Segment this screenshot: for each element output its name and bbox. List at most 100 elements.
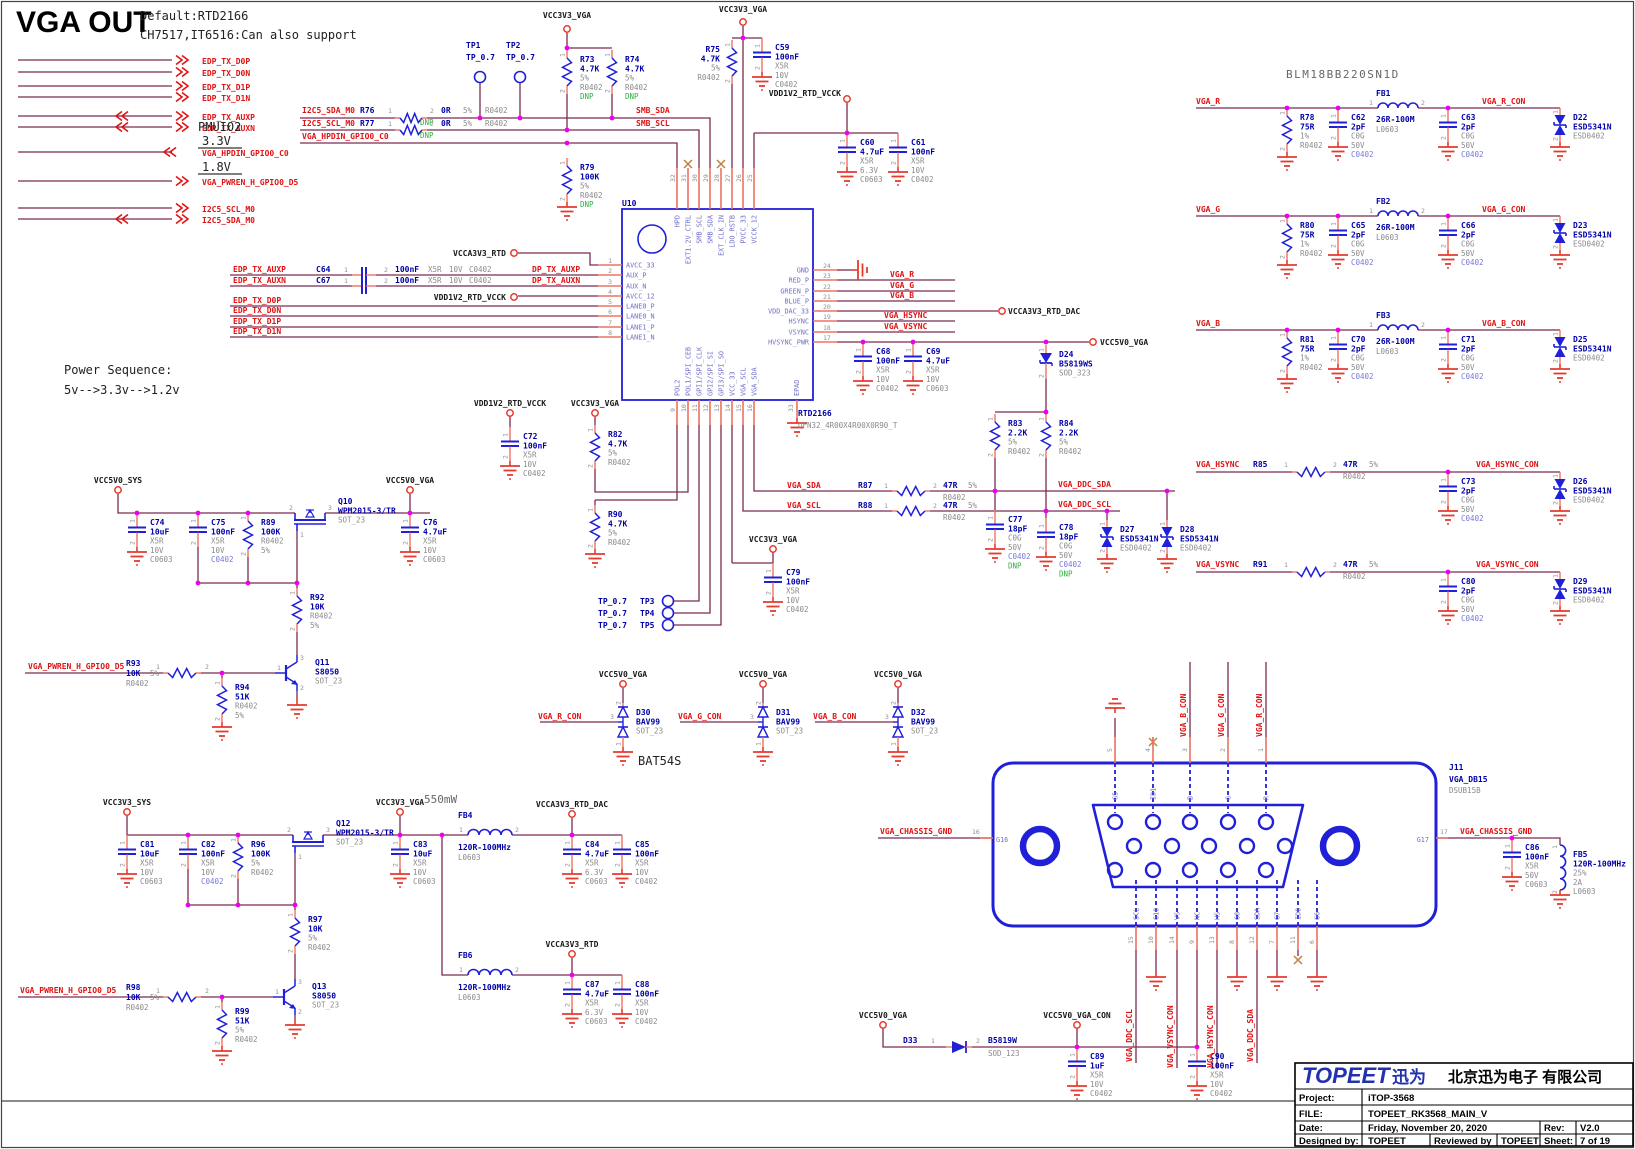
connector-j11-db15: 5G54ID13B2G1R15SCL10G1014VS9NC13HS8G812S… — [980, 737, 1448, 950]
label: 1 — [402, 519, 410, 523]
label: 5 — [1106, 748, 1114, 752]
junction-dot — [1284, 327, 1290, 333]
label: 24 — [823, 262, 831, 270]
testpoint — [661, 618, 675, 632]
junction-dot — [219, 994, 225, 1000]
label: 2 — [1440, 358, 1448, 362]
ground-symbol — [287, 700, 307, 719]
label: R0402 — [1059, 447, 1082, 456]
label: 1 — [1279, 111, 1287, 115]
label: 1 — [754, 44, 762, 48]
label: C67 — [316, 276, 331, 285]
power-flag-vcc3v3_vga: VCC3V3_VGA — [571, 399, 619, 417]
label: 14 — [724, 404, 732, 412]
label: 2 — [1421, 207, 1425, 215]
label: VCCA3V3_RTD_DAC — [1008, 307, 1080, 316]
label: C74 — [150, 518, 165, 527]
label: QFN32_4R00X4R00X0R90_T — [798, 421, 898, 430]
label: C82 — [201, 840, 216, 849]
label: VGA_R_CON — [1482, 97, 1526, 106]
label: 10V — [786, 596, 800, 605]
label: 100nF — [1210, 1061, 1234, 1070]
label: SCL — [1133, 908, 1141, 920]
label: 10V — [1090, 1080, 1104, 1089]
label: 25% — [1573, 869, 1587, 878]
label: VGA_G — [890, 281, 914, 290]
label: 33 — [787, 404, 795, 412]
label: 2 — [987, 453, 995, 457]
label: 50V — [1461, 141, 1475, 150]
label: 50V — [1351, 249, 1365, 258]
schh-D33 — [946, 1041, 972, 1053]
label: R0402 — [1008, 447, 1031, 456]
label: 75R — [1300, 344, 1315, 353]
label: Designed by: — [1299, 1136, 1359, 1147]
label: VGA_R_CON — [1255, 693, 1264, 737]
label: 7 — [1268, 940, 1276, 944]
label: VCC5V0_VGA — [874, 670, 922, 679]
label: R0402 — [235, 1035, 258, 1044]
ground-symbol — [1550, 506, 1570, 525]
label: R0402 — [580, 83, 603, 92]
ground-symbol — [212, 722, 232, 741]
label: 75R — [1300, 230, 1315, 239]
label: EXT_CLK_IN — [718, 215, 726, 256]
label: R0402 — [943, 493, 966, 502]
label: L0603 — [1573, 887, 1596, 896]
label: S8050 — [312, 991, 336, 1000]
label: L0603 — [1376, 233, 1399, 242]
label: C80 — [1461, 577, 1476, 586]
label: 2 — [1330, 358, 1338, 362]
label: 2 — [287, 949, 295, 953]
label: Reviewed by — [1434, 1136, 1492, 1147]
label: 1 — [1440, 578, 1448, 582]
label: 2 — [564, 863, 572, 867]
ground-symbol — [557, 202, 577, 221]
wire — [674, 425, 700, 602]
label: 1 — [1330, 222, 1338, 226]
label: 1 — [564, 981, 572, 985]
junction-dot — [844, 130, 850, 136]
label: ESD5341N — [1120, 534, 1159, 543]
label: R79 — [580, 163, 595, 172]
label: BLM18BB220SN1D — [1286, 68, 1400, 81]
ground-symbol — [117, 869, 137, 888]
label: C63 — [1461, 113, 1476, 122]
label: 1 — [1552, 574, 1560, 578]
label: SMB_SDA — [636, 106, 670, 115]
junction-dot — [1445, 469, 1451, 475]
label: 1 — [1551, 845, 1559, 849]
label: 7 — [608, 319, 612, 327]
label: 1 — [180, 841, 188, 845]
label: VCC_33 — [729, 371, 737, 396]
label: 2 — [933, 482, 937, 490]
junction-dot — [1445, 105, 1451, 111]
ground-symbol — [1267, 972, 1287, 991]
label: 10V — [775, 71, 789, 80]
label: 27 — [724, 174, 732, 182]
wire — [674, 425, 722, 626]
label: EDP_TX_D1N — [202, 94, 250, 103]
label: 10V — [449, 265, 463, 274]
label: 1 — [459, 826, 463, 834]
label: Rev: — [1544, 1123, 1565, 1134]
ground-symbol — [837, 167, 857, 186]
label: 2pF — [1461, 486, 1476, 495]
label: VGA_CHASSIS_GND — [1460, 827, 1532, 836]
label: 2 — [240, 552, 248, 556]
label: 5% — [580, 74, 590, 83]
label: 1 — [1159, 522, 1167, 526]
label: DNP — [420, 118, 434, 127]
power-flag-vcc5v0_vga: VCC5V0_VGA — [739, 670, 787, 688]
label: 100K — [251, 849, 270, 858]
label: FB2 — [1376, 197, 1391, 206]
